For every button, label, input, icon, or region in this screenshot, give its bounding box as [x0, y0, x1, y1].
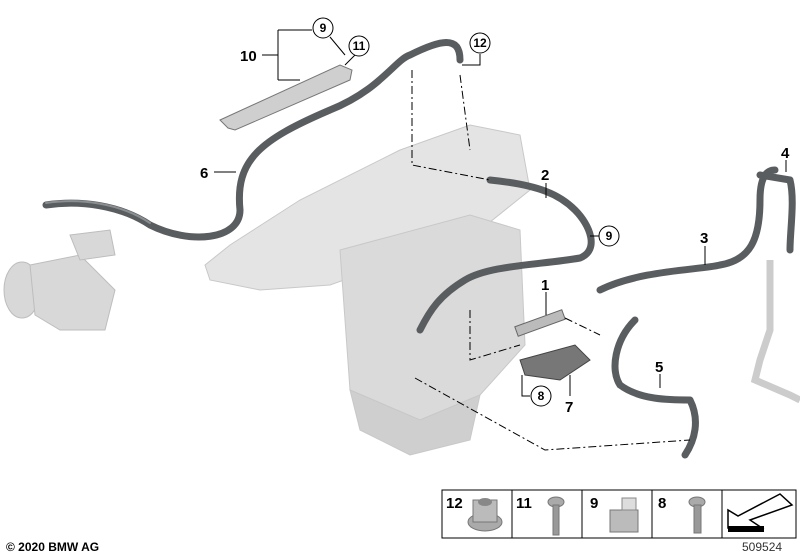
svg-text:12: 12: [446, 495, 463, 512]
svg-text:9: 9: [590, 495, 598, 512]
callout-11: 11: [348, 35, 370, 57]
diagram-number: 509524: [742, 540, 783, 554]
bracket-10: [219, 64, 353, 131]
svg-text:9: 9: [606, 229, 613, 243]
callout-12: 12: [469, 32, 491, 54]
callout-6: 6: [200, 165, 208, 182]
bolt-icon: [688, 496, 706, 534]
callout-2: 2: [541, 167, 549, 184]
svg-text:11: 11: [353, 39, 366, 53]
leader-lines: [214, 29, 787, 397]
assembly-lines: [411, 70, 691, 451]
callout-10: 10: [240, 48, 257, 65]
fastener-legend: 12 11 9 8: [441, 489, 797, 539]
hose-2: [416, 176, 595, 334]
callout-9-top: 9: [312, 17, 334, 39]
callout-1: 1: [541, 277, 549, 294]
svg-text:12: 12: [473, 36, 487, 50]
bracket-7: [519, 344, 591, 381]
callout-3: 3: [700, 230, 708, 247]
sensor-1: [514, 309, 566, 337]
pipe-ghost-right: [750, 260, 800, 404]
clip-nut-icon: [609, 497, 639, 533]
hose-4: [756, 171, 796, 254]
callout-8: 8: [530, 385, 552, 407]
callout-7: 7: [565, 399, 573, 416]
callout-9-right: 9: [598, 225, 620, 247]
callout-5: 5: [655, 359, 663, 376]
arrow-direction-icon: [727, 493, 794, 532]
intake-manifold-ghost: [204, 124, 531, 456]
legend-item-11: 11: [516, 495, 565, 536]
svg-text:8: 8: [658, 495, 666, 512]
hose-6: [42, 39, 464, 241]
flange-nut-icon: [467, 498, 503, 532]
hose-3: [596, 166, 779, 294]
callout-4: 4: [781, 145, 790, 162]
svg-text:11: 11: [516, 495, 532, 512]
throttle-body-ghost: [3, 229, 116, 331]
legend-item-9: 9: [590, 495, 639, 533]
hose-5: [611, 316, 699, 459]
svg-text:8: 8: [538, 389, 545, 403]
legend-item-8: 8: [658, 495, 706, 534]
legend-item-12: 12: [446, 495, 503, 532]
svg-text:9: 9: [320, 21, 327, 35]
self-tapping-screw-icon: [547, 496, 565, 536]
copyright: © 2020 BMW AG: [6, 540, 100, 554]
